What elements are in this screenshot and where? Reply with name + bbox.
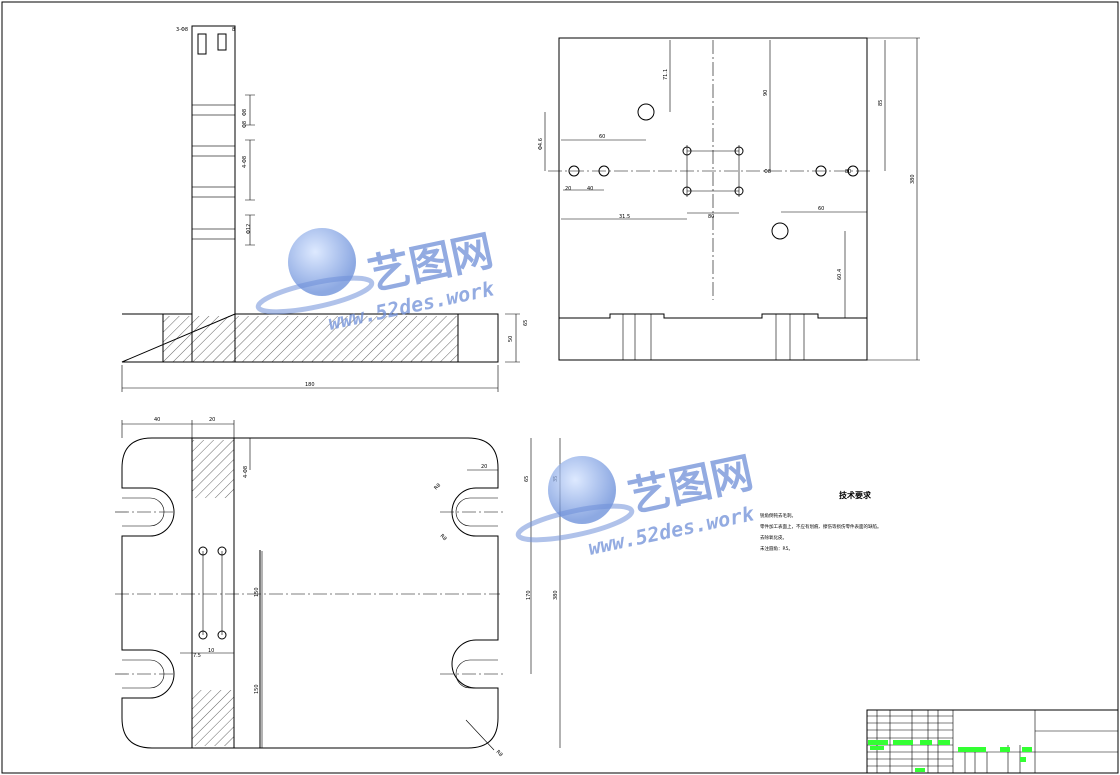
highlight-cell <box>893 740 913 745</box>
dim-label: Φ12 <box>246 224 252 234</box>
dim-label: 7.5 <box>193 653 201 659</box>
slot-left <box>197 33 207 55</box>
dim-label: R8 <box>433 482 442 491</box>
dim-label: 60 <box>818 206 824 212</box>
dim-label: 80 <box>708 214 714 220</box>
plan-rib-hatch <box>192 440 234 498</box>
top-left-view: 3-Φ8 8 Φ8 4-Φ8 Φ12 Φ8 50 65 180 <box>121 25 529 392</box>
top-right-view: 71.1 90 Φ4.6 60 85 20 40 Φ8 80 31.5 60 6… <box>538 37 920 361</box>
highlight-cell <box>1022 747 1032 752</box>
dim-label: 150 <box>254 684 260 694</box>
dim-label: 40 <box>587 186 593 192</box>
dim-label: 4-Φ8 <box>243 466 249 478</box>
requirement-item: 零件加工表面上，不应有划痕、擦伤等损伤零件表面的缺陷。 <box>760 525 882 530</box>
bottom-view: 40 20 4-Φ8 20 R8 65 35 170 380 150 7.5 1… <box>115 417 561 758</box>
highlight-cell <box>920 740 932 745</box>
dim-label: 85 <box>878 100 884 106</box>
dim-label: 40 <box>154 417 160 423</box>
dim-label: R8 <box>495 749 504 758</box>
base-hatch <box>163 316 458 362</box>
requirement-item: 未注圆角：R5。 <box>760 547 793 552</box>
column-hatch <box>191 25 236 363</box>
dim-label: 60 <box>599 134 605 140</box>
highlight-cell <box>868 740 888 745</box>
dim-label: 31.5 <box>619 214 630 220</box>
dim-label: 150 <box>254 587 260 597</box>
dim-label: 20 <box>565 186 571 192</box>
dim-label: 8 <box>232 27 235 33</box>
highlight-cell <box>938 740 950 745</box>
dim-label: 20 <box>209 417 215 423</box>
dim-label: 10 <box>208 648 214 654</box>
highlight-cell <box>1020 757 1026 762</box>
highlight-cell <box>1000 747 1010 752</box>
plan-rib-hatch <box>192 690 234 746</box>
dim-label: 4-Φ8 <box>242 156 248 168</box>
dim-label: Φ8 <box>764 169 771 175</box>
requirement-item: 去除氧化皮。 <box>760 536 787 541</box>
dim-label: Φ8 <box>242 121 248 128</box>
highlight-cell <box>958 747 986 752</box>
dim-label: R8 <box>439 533 448 542</box>
dim-label: 60.4 <box>837 269 843 280</box>
dim-label: 80 <box>845 169 851 175</box>
plate-bottom-steps <box>559 313 867 319</box>
dim-label: 180 <box>305 382 315 388</box>
dim-label: 90 <box>763 90 769 96</box>
watermark-2: 艺图网 www.52des.work <box>515 448 757 560</box>
slot-right <box>217 33 227 51</box>
dim-label: 50 <box>508 336 514 342</box>
dim-label: 170 <box>526 590 532 600</box>
highlight-cell <box>915 768 925 772</box>
technical-requirements-title: 技术要求 <box>839 491 871 500</box>
plan-outline <box>121 437 499 749</box>
dim-label: 380 <box>553 590 559 600</box>
base-outline <box>121 313 499 363</box>
technical-requirements: 技术要求 锐角倒钝去毛刺。 零件加工表面上，不应有划痕、擦伤等损伤零件表面的缺陷… <box>760 490 910 555</box>
dim-label: 65 <box>524 476 530 482</box>
dim-label: 65 <box>523 320 529 326</box>
dim-label: 3-Φ8 <box>176 27 188 33</box>
dim-label: Φ8 <box>242 109 248 116</box>
title-block <box>866 709 1119 774</box>
highlight-cell <box>870 746 884 750</box>
requirement-item: 锐角倒钝去毛刺。 <box>760 514 796 519</box>
dim-label: 20 <box>481 464 487 470</box>
dim-label: Φ4.6 <box>538 138 544 150</box>
dim-label: 71.1 <box>663 69 669 80</box>
column-holes <box>191 104 236 240</box>
dim-label: 380 <box>910 174 916 184</box>
